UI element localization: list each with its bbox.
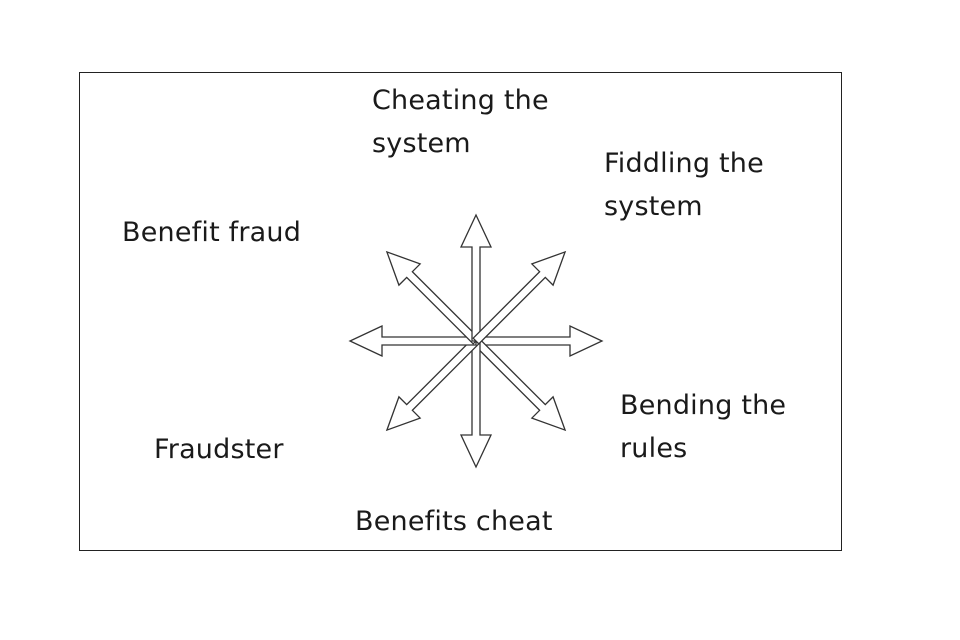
label-fiddling-line-1: Fiddling the <box>604 148 764 179</box>
label-fraudster: Fraudster <box>154 434 284 465</box>
label-cheating-the-system: Cheating the system <box>372 79 549 165</box>
label-benefits-cheat: Benefits cheat <box>355 506 553 537</box>
diagram-frame <box>79 72 842 551</box>
label-bending-line-2: rules <box>620 433 688 464</box>
arrow-up-left <box>385 250 480 345</box>
arrow-down-right <box>472 337 567 432</box>
label-fiddling-line-2: system <box>604 191 703 222</box>
arrow-down-left <box>385 337 480 432</box>
arrow-up-right <box>472 250 567 345</box>
arrow-right <box>475 324 604 358</box>
label-cheating-line-2: system <box>372 128 471 159</box>
arrow-down <box>459 340 493 469</box>
label-fiddling-the-system: Fiddling the system <box>604 142 764 228</box>
arrow-up <box>459 213 493 342</box>
label-benefit-fraud: Benefit fraud <box>122 217 302 248</box>
label-bending-the-rules: Bending the rules <box>620 384 786 470</box>
arrow-left <box>348 324 477 358</box>
label-bending-line-1: Bending the <box>620 390 787 421</box>
label-cheating-line-1: Cheating the <box>372 85 549 116</box>
